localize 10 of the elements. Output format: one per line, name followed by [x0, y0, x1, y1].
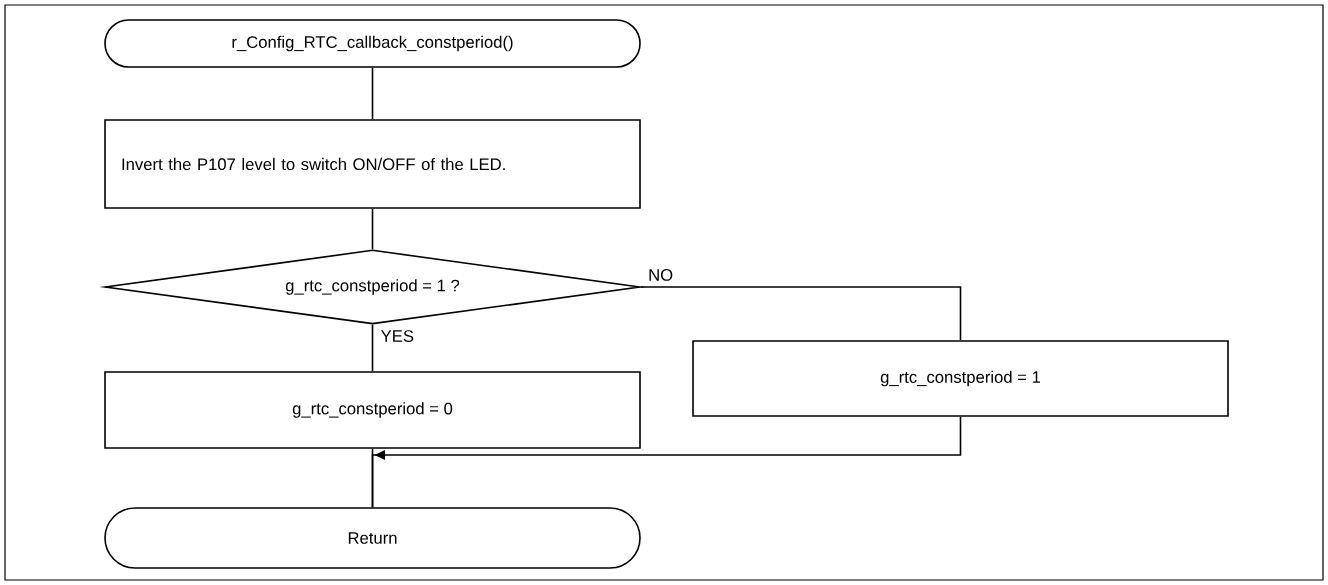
process-box: g_rtc_constperiod = 1 [692, 340, 1229, 417]
edge-label: NO [646, 267, 675, 283]
connector-line [371, 208, 374, 250]
arrow [371, 416, 962, 508]
connector-line [371, 67, 374, 120]
edge-label: YES [379, 328, 416, 344]
connector-line [371, 324, 374, 372]
process-box: g_rtc_constperiod = 0 [104, 371, 641, 449]
connector-line [640, 286, 962, 341]
process-box: Invert the P107 level to switch ON/OFF of the LED. [104, 119, 641, 209]
